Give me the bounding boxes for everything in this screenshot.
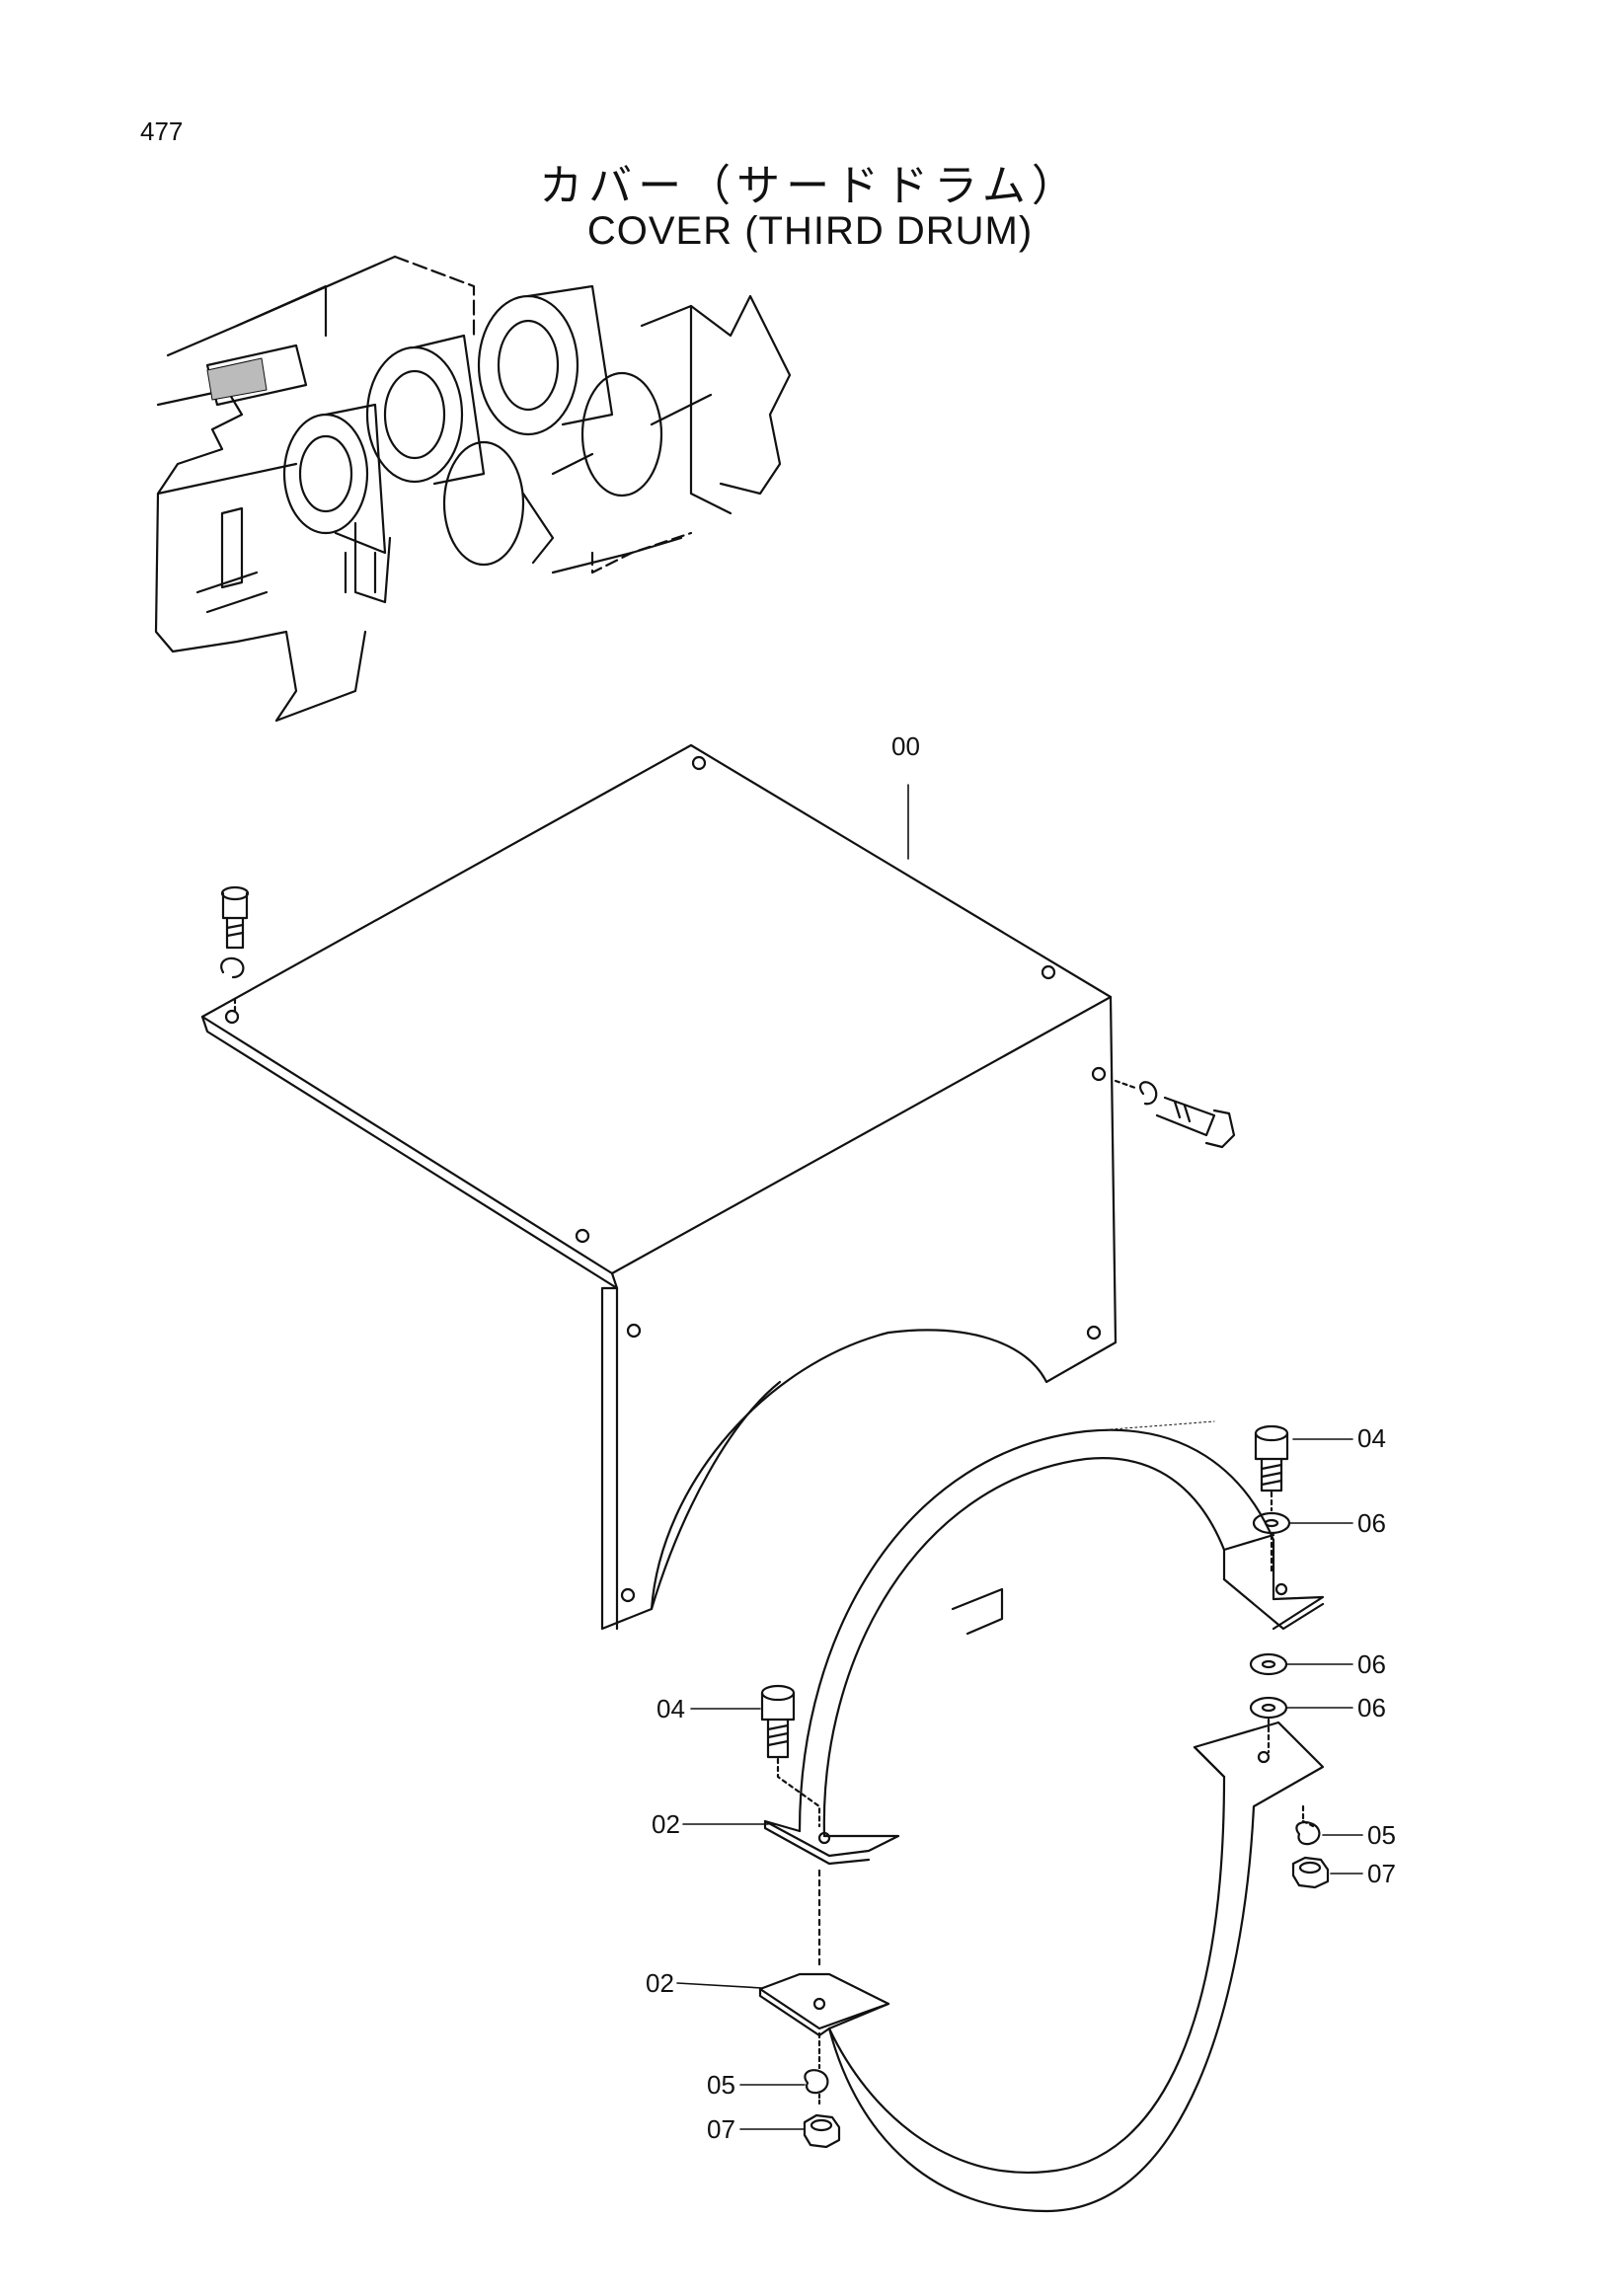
- locator-inset-winch-assembly: [154, 255, 792, 723]
- cover-bolt-upper-left: [220, 885, 250, 1014]
- washer-06-b: [1249, 1652, 1288, 1676]
- callout-04-left: 04: [656, 1694, 685, 1723]
- page-number: 477: [140, 116, 184, 146]
- cover-panel-part-00: [200, 743, 1118, 1631]
- callout-07-left: 07: [707, 2114, 735, 2144]
- cover-bolt-right-side: [1114, 1079, 1236, 1149]
- bolt-04-right: [1254, 1424, 1289, 1512]
- callout-05-right: 05: [1367, 1820, 1396, 1850]
- callout-04-right: 04: [1357, 1423, 1386, 1453]
- diagram-title-japanese: カバー（サードドラム）: [539, 161, 1081, 211]
- washer-06-a: [1252, 1511, 1291, 1576]
- callout-06-b: 06: [1357, 1649, 1386, 1679]
- callout-02-lower: 02: [646, 1968, 674, 1998]
- nut-07-left: [803, 2113, 841, 2149]
- nut-07-right: [1291, 1856, 1330, 1889]
- callout-06-c: 06: [1357, 1693, 1386, 1722]
- diagram-title-english: COVER (THIRD DRUM): [586, 209, 1034, 253]
- callout-06-a: 06: [1357, 1508, 1386, 1538]
- spring-washer-05-right: [1295, 1804, 1321, 1846]
- callout-00: 00: [891, 731, 920, 761]
- callout-07-right: 07: [1367, 1859, 1396, 1888]
- upper-band-clamp: [763, 1420, 1325, 1866]
- lower-band-clamp: [758, 1721, 1325, 2213]
- callout-02-upper: 02: [652, 1809, 680, 1839]
- callout-labels: 00 04 06 06 06 04 02 05 07 02 05 07: [646, 731, 1396, 2144]
- bolt-04-left: [760, 1684, 821, 1828]
- callout-leaders: [676, 784, 1363, 2130]
- callout-05-left: 05: [707, 2070, 735, 2100]
- spring-washer-05-left: [804, 2069, 829, 2106]
